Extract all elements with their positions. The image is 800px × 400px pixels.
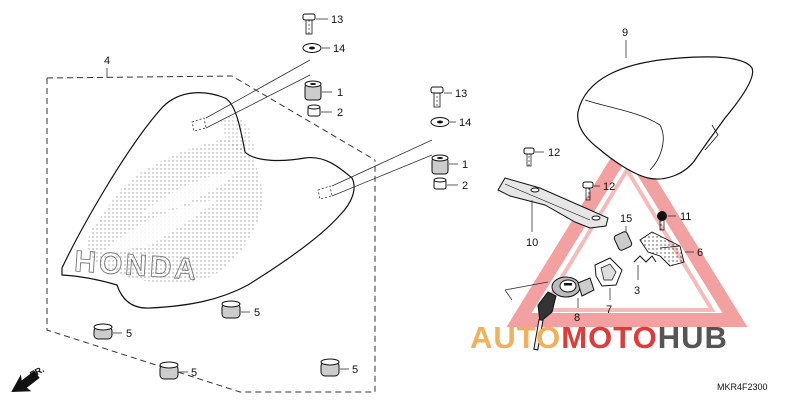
collar-icon (307, 104, 321, 117)
front-direction-arrow: FR. (11, 364, 46, 393)
callout-2a: 2 (337, 107, 343, 119)
callout-13a: 13 (331, 14, 343, 26)
rear-seat-group: 9 (577, 27, 754, 180)
damper-icon (221, 300, 241, 319)
callout-5a: 5 (254, 307, 260, 319)
latch-icon (639, 231, 685, 267)
lock-cylinder-icon (551, 276, 595, 298)
grommet-icon (431, 154, 449, 175)
front-seat-dashed-box (46, 75, 376, 161)
damper-icon (159, 361, 179, 380)
callout-2b: 2 (462, 180, 468, 192)
callout-10: 10 (526, 237, 538, 249)
watermark-logo: AUTOMOTOHUB (470, 320, 728, 355)
gasket-icon (594, 257, 623, 287)
callout-15: 15 (620, 213, 632, 225)
front-seat-group: HONDA 4 (46, 55, 433, 393)
callout-9: 9 (622, 27, 628, 39)
watermark-word-auto: AUTO (470, 320, 561, 355)
callout-12a: 12 (548, 147, 560, 159)
diagram-code: MKR4F2300 (717, 382, 768, 392)
callout-1a: 1 (337, 87, 343, 99)
screw-icon (657, 211, 667, 231)
callout-12b: 12 (603, 181, 615, 193)
damper-group: 5 5 5 5 (93, 300, 358, 380)
callout-4: 4 (104, 55, 110, 67)
bolt-icon (430, 86, 444, 108)
damper-icon (320, 358, 340, 377)
damper-icon (93, 323, 113, 340)
watermark-word-hub: HUB (658, 320, 728, 355)
direction-label: FR. (28, 364, 45, 380)
callout-8: 8 (574, 312, 580, 324)
seat-bracket (497, 177, 609, 229)
callout-14b: 14 (459, 117, 471, 129)
callout-5b: 5 (126, 328, 132, 340)
callout-6: 6 (697, 247, 703, 259)
callout-11: 11 (680, 211, 691, 223)
watermark-triangle (506, 131, 748, 327)
callout-5c: 5 (191, 367, 197, 379)
callout-13b: 13 (455, 88, 467, 100)
watermark-word-moto: MOTO (561, 320, 657, 355)
rear-seat-shape (577, 56, 754, 180)
spring-icon (633, 255, 657, 263)
callout-7: 7 (606, 304, 612, 316)
washer-icon (302, 43, 322, 53)
collar-icon (613, 231, 633, 251)
callout-1b: 1 (462, 159, 468, 171)
hardware-stack-a: 13 14 1 2 (302, 13, 345, 119)
bolt-icon (302, 13, 316, 35)
bracket-group: 12 12 10 (497, 147, 615, 249)
key-icon (533, 291, 557, 351)
screw-icon (582, 181, 594, 201)
collar-icon (433, 177, 447, 190)
screw-icon (523, 147, 535, 167)
lock-parts-group: 15 11 6 3 7 (504, 211, 703, 351)
grommet-icon (304, 80, 322, 101)
svg-text:AUTOMOTOHUB: AUTOMOTOHUB (470, 320, 728, 355)
callout-14a: 14 (333, 43, 345, 55)
callout-5d: 5 (352, 364, 358, 376)
hardware-stack-b: 13 14 1 2 (430, 86, 471, 192)
washer-icon (430, 117, 450, 127)
callout-3: 3 (634, 285, 640, 297)
